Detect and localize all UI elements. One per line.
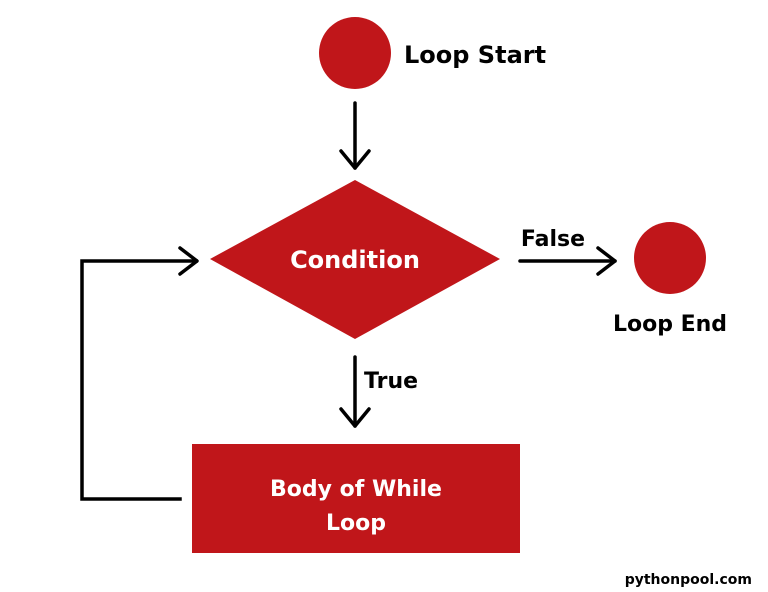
condition-node <box>210 180 500 339</box>
condition-label: Condition <box>290 246 420 274</box>
false-label: False <box>521 227 585 252</box>
true-label: True <box>364 369 418 394</box>
arrow-false-to-end <box>518 246 617 276</box>
loop-start-node <box>319 17 391 89</box>
loop-body-label-line1: Body of While <box>270 477 442 502</box>
loop-end-label: Loop End <box>613 312 727 337</box>
arrow-body-back-to-condition <box>80 259 198 501</box>
loop-start-label: Loop Start <box>404 41 546 69</box>
arrow-true-to-body <box>339 355 371 428</box>
loop-end-node <box>634 222 706 294</box>
loop-body-label-line2: Loop <box>326 511 386 536</box>
watermark-text: pythonpool.com <box>625 572 752 588</box>
loop-body-node <box>192 444 520 553</box>
arrow-head-back-to-condition <box>178 246 199 276</box>
arrow-start-to-condition <box>339 101 371 170</box>
